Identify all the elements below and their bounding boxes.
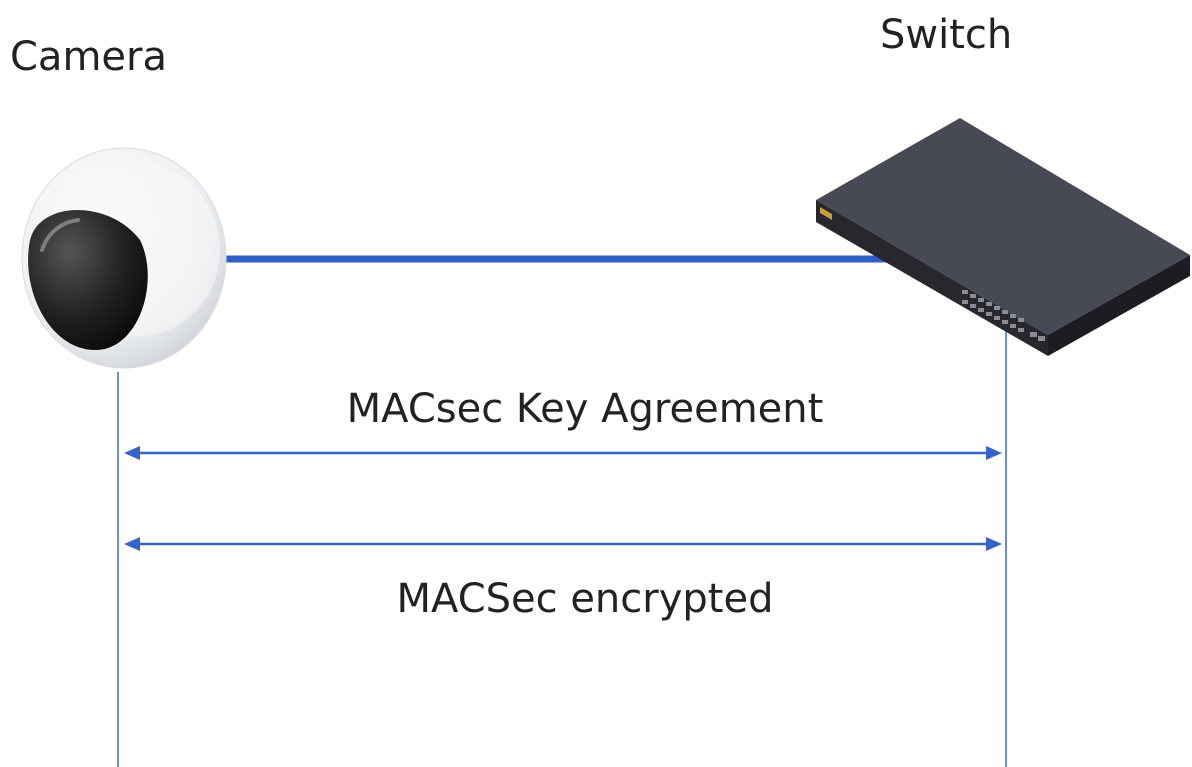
encrypted-label: MACSec encrypted (396, 576, 774, 622)
dome-camera-icon (21, 147, 227, 369)
encrypted-arrow (124, 537, 1002, 551)
key-agreement-label: MACsec Key Agreement (346, 386, 824, 432)
key-agreement-arrow (124, 446, 1002, 460)
switch-label: Switch (880, 12, 1013, 58)
network-switch-icon (816, 118, 1190, 356)
camera-label: Camera (10, 34, 167, 80)
